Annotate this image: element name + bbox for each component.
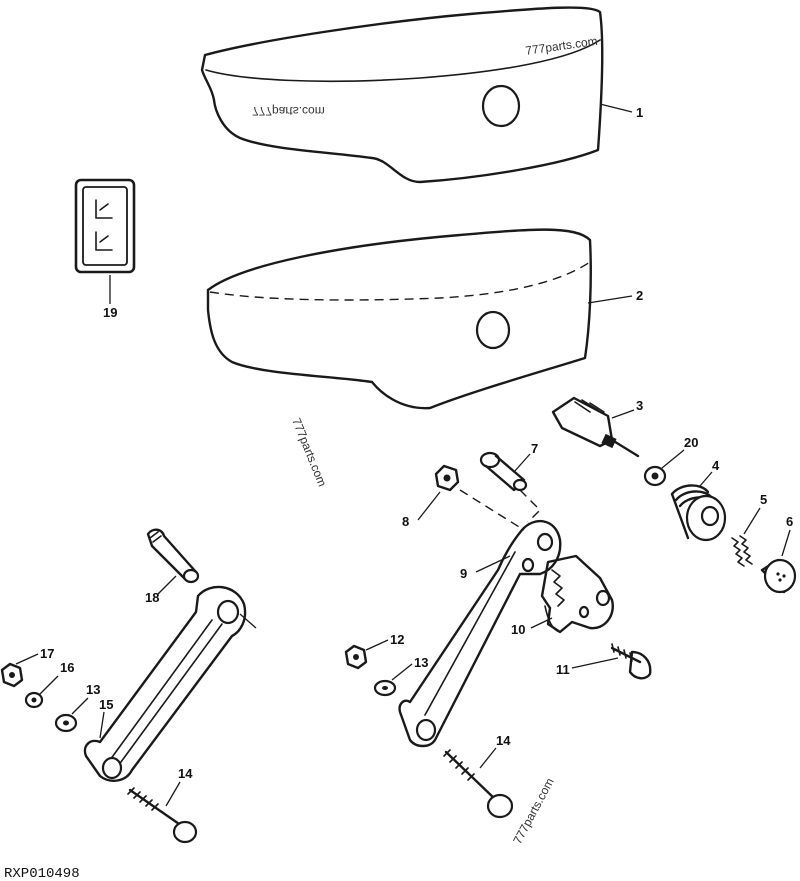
callout-13-left: 13 [86,682,100,697]
seat-cushion-1 [200,6,604,184]
pedal-arm-9 [398,520,562,748]
cap-6 [760,558,797,594]
washer-13-center [373,679,397,697]
callout-3: 3 [636,398,643,413]
watermark-text: 777parts.com [510,776,556,847]
bolt-11 [610,643,652,680]
callout-12: 12 [390,632,404,647]
callout-9: 9 [460,566,467,581]
lock-washer-16 [24,691,44,709]
leader-lines [15,103,791,807]
ratchet-plate-10 [540,554,614,634]
callout-20: 20 [684,435,698,450]
callout-16: 16 [60,660,74,675]
callout-labels: 1 2 3 20 4 5 6 7 8 9 10 11 12 13 14 19 1… [40,105,793,781]
callout-10: 10 [511,622,525,637]
callout-4: 4 [712,458,720,473]
bolt-14-right [443,749,514,819]
nut-8 [434,464,525,531]
callout-2: 2 [636,288,643,303]
callout-15: 15 [99,697,113,712]
spring-5 [731,535,753,567]
seat-switch-3 [551,396,640,458]
watermark-text: 777parts.com [289,416,329,489]
callout-5: 5 [760,492,767,507]
seat-cushion-2 [206,228,592,410]
seat-decal-19 [74,178,136,304]
drawing-reference: RXP010498 [4,866,80,881]
bolt-14-left [127,787,198,844]
washer-13-left [54,713,78,733]
callout-8: 8 [402,514,409,529]
callout-6: 6 [786,514,793,529]
washer-20 [643,465,667,487]
callout-13: 13 [414,655,428,670]
callout-14-left: 14 [178,766,193,781]
watermark-text: 777parts.com [525,34,599,58]
callout-1: 1 [636,105,643,120]
nut-12 [344,644,368,670]
nut-17 [0,662,24,688]
callout-11: 11 [556,662,570,677]
watermark-text: 777parts.com [252,104,325,118]
callout-14: 14 [496,733,511,748]
pin-18 [146,528,200,584]
callout-18: 18 [145,590,159,605]
callout-7: 7 [531,441,538,456]
callout-17: 17 [40,646,54,661]
pin-7 [479,451,541,523]
bushing-4 [670,484,727,542]
callout-19: 19 [103,305,117,320]
pedal-arm-15 [83,585,257,782]
